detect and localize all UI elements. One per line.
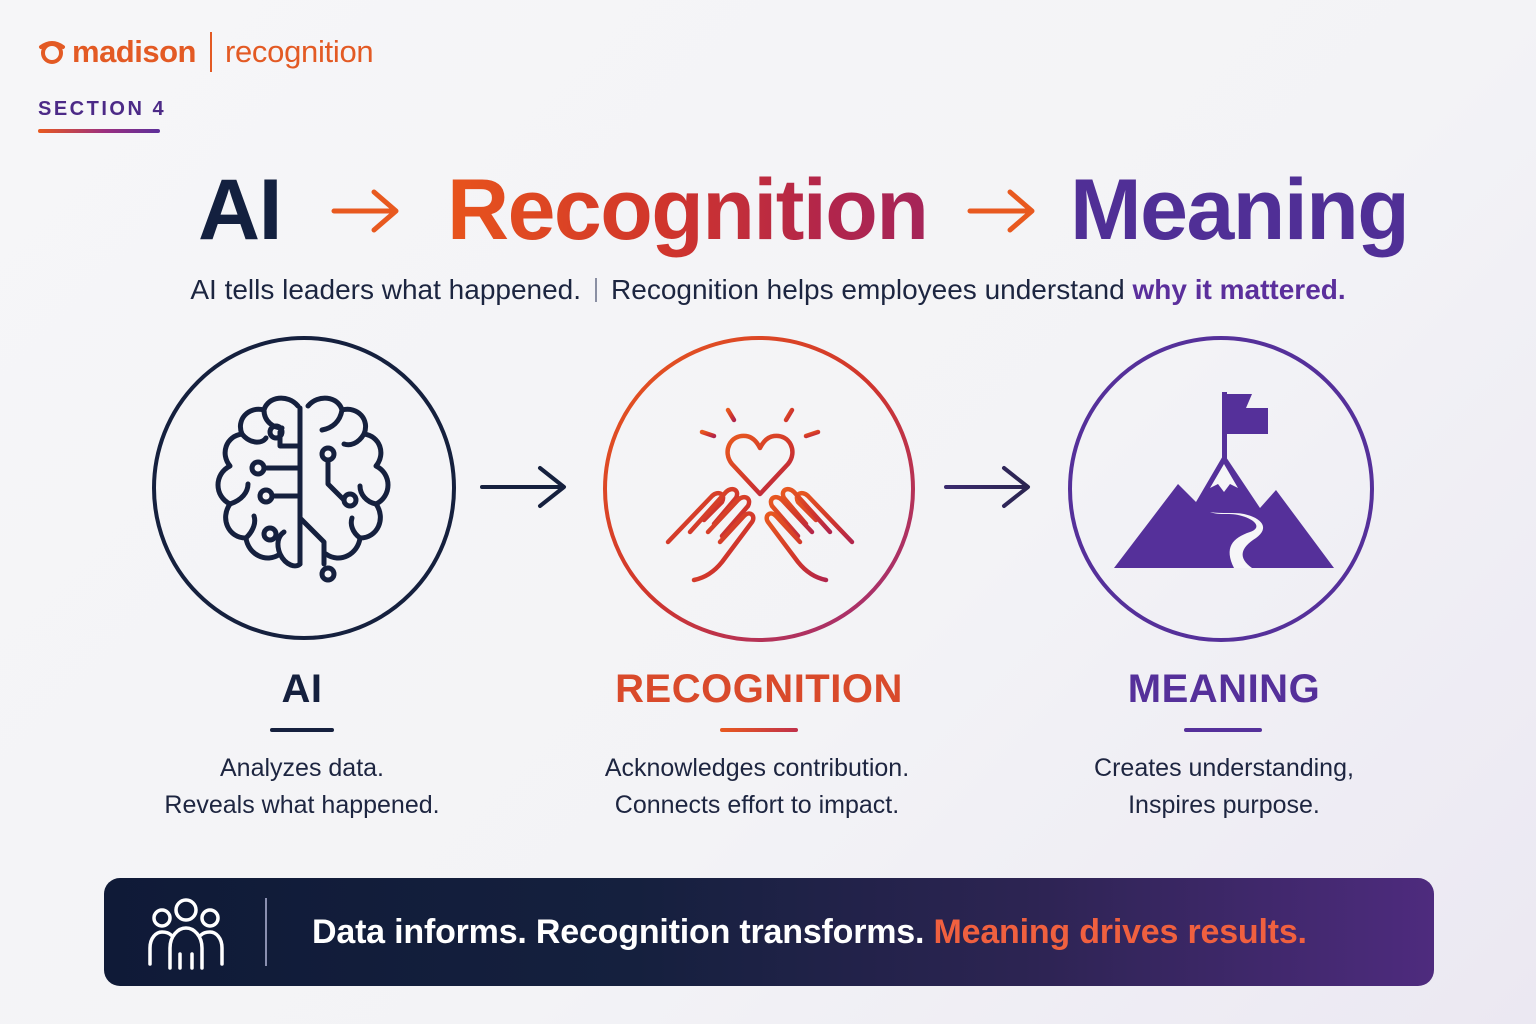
- subtitle-emphasis: why it mattered.: [1132, 274, 1346, 305]
- ai-circle: [152, 336, 456, 640]
- brand-logo: madison recognition: [38, 32, 374, 72]
- banner-divider: [265, 898, 267, 966]
- brand-name: madison: [72, 34, 196, 69]
- step-ai-line1: Analyzes data.: [220, 754, 384, 782]
- step-ai-underline: [270, 728, 334, 732]
- hands-heart-icon: [665, 397, 855, 583]
- headline-recognition: Recognition: [447, 162, 929, 258]
- banner-text-highlight: Meaning drives results.: [933, 913, 1308, 951]
- step-recognition-title: RECOGNITION: [615, 667, 903, 711]
- step-meaning-title: MEANING: [1127, 667, 1321, 711]
- brand-product: recognition: [224, 34, 374, 69]
- section-underline: [38, 129, 160, 133]
- step-ai-title: AI: [281, 667, 323, 711]
- meaning-circle: [1068, 336, 1374, 642]
- step-recognition-description: Acknowledges contribution. Connects effo…: [560, 750, 954, 824]
- step-recognition-underline: [720, 728, 798, 732]
- summary-banner: [104, 878, 1434, 986]
- recognition-circle: [603, 336, 915, 642]
- step-recognition-line1: Acknowledges contribution.: [604, 754, 910, 782]
- step-meaning-description: Creates understanding, Inspires purpose.: [1054, 750, 1394, 824]
- step-meaning-line2: Inspires purpose.: [1128, 791, 1320, 819]
- step-ai-description: Analyzes data. Reveals what happened.: [130, 750, 474, 824]
- madison-logo-icon: [39, 41, 65, 64]
- banner-text: Data informs. Recognition transforms. Me…: [312, 910, 1307, 954]
- logo-divider: [209, 32, 212, 72]
- banner-text-plain: Data informs. Recognition transforms.: [312, 913, 925, 951]
- step-recognition-line2: Connects effort to impact.: [614, 791, 900, 819]
- step-meaning-line1: Creates understanding,: [1094, 754, 1354, 782]
- section-label: SECTION 4: [38, 98, 167, 120]
- flow-arrow-icon: [480, 466, 566, 508]
- right-arrow-icon: [967, 189, 1035, 233]
- subtitle-left: AI tells leaders what happened.: [190, 274, 582, 305]
- people-group-icon: [148, 898, 224, 970]
- headline-ai: AI: [198, 162, 283, 258]
- subtitle: AI tells leaders what happened. Recogniti…: [0, 274, 1536, 306]
- mountain-flag-icon: [1114, 392, 1334, 568]
- subtitle-separator: [595, 278, 598, 302]
- subtitle-right: Recognition helps employees understand: [611, 274, 1125, 305]
- right-arrow-icon: [331, 189, 399, 233]
- flow-arrow-icon: [944, 466, 1030, 508]
- headline-meaning: Meaning: [1070, 162, 1410, 258]
- brain-circuit-icon: [215, 395, 391, 583]
- step-ai-line2: Reveals what happened.: [164, 791, 440, 819]
- headline: AI Recognition Meaning: [0, 160, 1536, 260]
- step-meaning-underline: [1184, 728, 1262, 732]
